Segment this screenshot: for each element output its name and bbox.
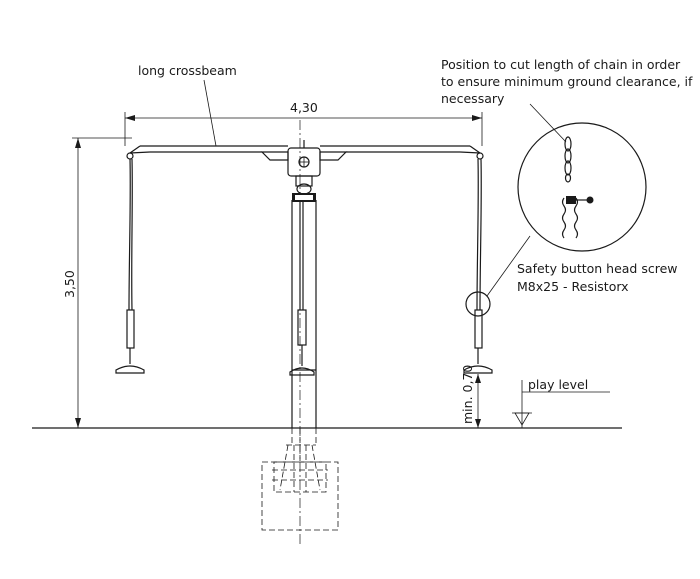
- chain-note-line-2: to ensure minimum ground clearance, if: [441, 74, 693, 89]
- center-chain: [289, 202, 315, 376]
- chain-note-line-1: Position to cut length of chain in order: [441, 57, 681, 72]
- right-swing: [463, 158, 493, 374]
- left-swing: [115, 158, 145, 374]
- screw-note-line-1: Safety button head screw: [517, 261, 678, 276]
- crossbeam-label: long crossbeam: [138, 63, 237, 78]
- width-dim-text: 4,30: [290, 100, 318, 115]
- clearance-dimension: [475, 374, 481, 428]
- chain-note-leader: [529, 103, 567, 143]
- height-dim-text: 3,50: [62, 270, 77, 298]
- central-post: [286, 200, 317, 446]
- screw-note-line-2: M8x25 - Resistorx: [517, 279, 629, 294]
- foundation: [261, 428, 339, 531]
- play-level-label: play level: [528, 377, 589, 392]
- chain-detail: [517, 122, 647, 252]
- crossbeam-leader: [203, 79, 217, 147]
- clearance-dim-text: min. 0,70: [460, 365, 475, 424]
- width-dimension: [124, 112, 483, 146]
- detail-marker-circle: [465, 291, 491, 317]
- hub-assembly: [260, 140, 348, 202]
- crossbeam: [126, 145, 484, 160]
- play-level-marker: [512, 380, 610, 428]
- chain-note-line-3: necessary: [441, 91, 505, 106]
- detail-leader: [486, 235, 531, 297]
- height-dimension: [72, 137, 132, 428]
